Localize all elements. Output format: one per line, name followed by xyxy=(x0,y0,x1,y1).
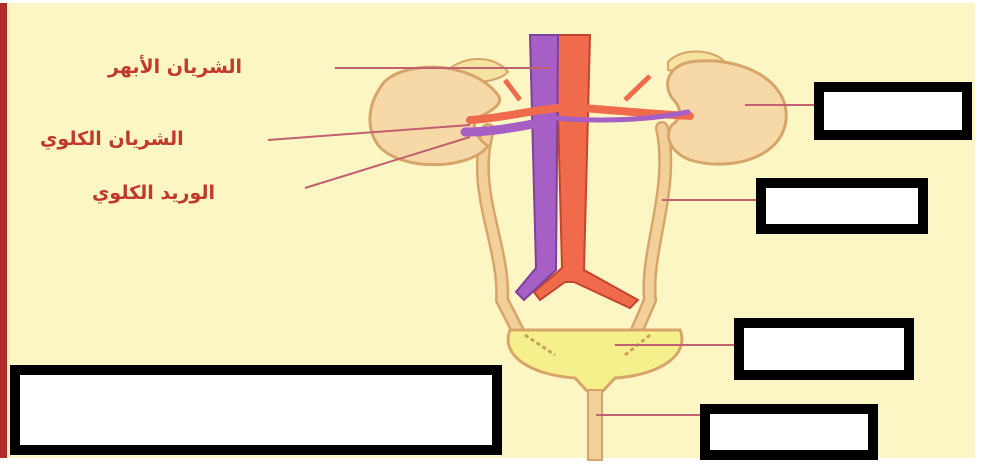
label-renal-vein: الوريد الكلوي xyxy=(92,182,215,204)
answer-box-kidney[interactable] xyxy=(814,82,972,140)
label-aorta: الشريان الأبهر xyxy=(108,56,242,78)
answer-box-urethra[interactable] xyxy=(700,404,878,460)
urethra xyxy=(588,390,602,460)
label-renal-artery: الشريان الكلوي xyxy=(40,128,184,150)
answer-box-ureter[interactable] xyxy=(756,178,928,234)
left-border-bar xyxy=(0,3,7,458)
answer-box-title[interactable] xyxy=(10,365,502,455)
answer-box-bladder[interactable] xyxy=(734,318,914,380)
